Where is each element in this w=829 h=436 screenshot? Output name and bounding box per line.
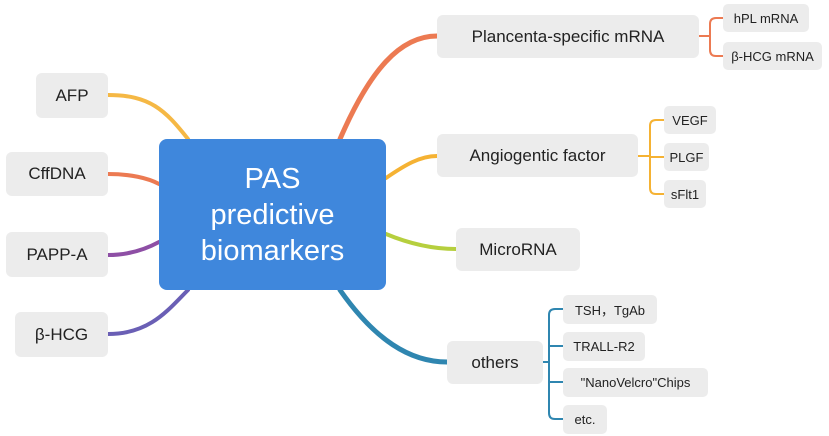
connector-placenta-specific-mrna bbox=[337, 33, 440, 142]
subnode-sflt1: sFlt1 bbox=[664, 180, 706, 208]
subnode-vegf: VEGF bbox=[664, 106, 716, 134]
connector-afp bbox=[106, 93, 190, 141]
node-beta-hcg: β-HCG bbox=[15, 312, 108, 357]
node-papp-a: PAPP-A bbox=[6, 232, 108, 277]
central-topic-line-2: predictive bbox=[210, 198, 335, 231]
connector-others bbox=[337, 287, 450, 365]
subnode-etc: etc. bbox=[563, 405, 607, 434]
connector-microrna bbox=[384, 232, 458, 251]
subnode-trall-r2: TRALL-R2 bbox=[563, 332, 645, 361]
connector-angiogenic-factor bbox=[384, 154, 439, 180]
node-angiogenic-factor: Angiogentic factor bbox=[437, 134, 638, 177]
connector-beta-hcg bbox=[106, 288, 190, 336]
node-placenta-specific-mrna: Plancenta-specific mRNA bbox=[437, 15, 699, 58]
central-topic: PAS predictive biomarkers bbox=[159, 139, 386, 290]
subnode-beta-hcg-mrna: β-HCG mRNA bbox=[723, 42, 822, 70]
connector-papp-a bbox=[106, 240, 161, 257]
node-microrna: MicroRNA bbox=[456, 228, 580, 271]
subnode-tsh-tgab: TSH，TgAb bbox=[563, 295, 657, 324]
connector-others-bracket bbox=[548, 308, 564, 420]
subnode-hpl-mrna: hPL mRNA bbox=[723, 4, 809, 32]
node-afp: AFP bbox=[36, 73, 108, 118]
connector-cffdna bbox=[106, 172, 161, 186]
connector-mrna-bracket bbox=[709, 17, 724, 57]
central-topic-line-3: biomarkers bbox=[200, 234, 345, 267]
subnode-nanovelcro-chips: "NanoVelcro"Chips bbox=[563, 368, 708, 397]
central-topic-line-1: PAS bbox=[244, 162, 301, 195]
subnode-plgf: PLGF bbox=[664, 143, 709, 171]
node-others: others bbox=[447, 341, 543, 384]
node-cffdna: CffDNA bbox=[6, 152, 108, 196]
